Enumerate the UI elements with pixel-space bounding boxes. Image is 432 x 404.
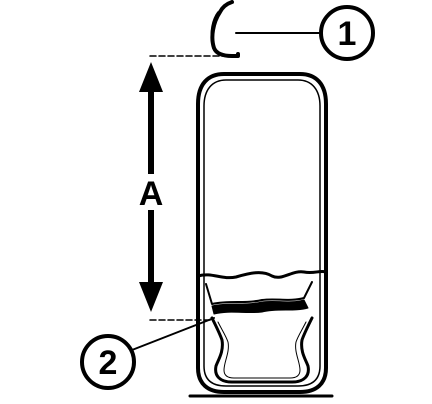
callout-1-number: 1 bbox=[338, 15, 357, 53]
callout-2: 2 bbox=[80, 334, 136, 390]
callout-1: 1 bbox=[319, 5, 375, 61]
gauge-hook-inner bbox=[210, 11, 219, 45]
callout-2-leader bbox=[131, 317, 215, 351]
tire-cavity-inner bbox=[217, 321, 307, 379]
dimension-label: A bbox=[139, 175, 164, 213]
tire-cavity bbox=[210, 316, 314, 384]
callout-2-number: 2 bbox=[99, 344, 118, 382]
tread-inner-face bbox=[205, 281, 313, 305]
tire-inner-outline bbox=[203, 79, 321, 387]
gauge-hook bbox=[210, 0, 240, 58]
dimension-arrow-a bbox=[136, 62, 166, 312]
tread-section bbox=[211, 299, 309, 315]
tire-outer-outline bbox=[196, 72, 328, 394]
cutaway-break-line bbox=[196, 269, 328, 280]
tire bbox=[196, 72, 328, 394]
